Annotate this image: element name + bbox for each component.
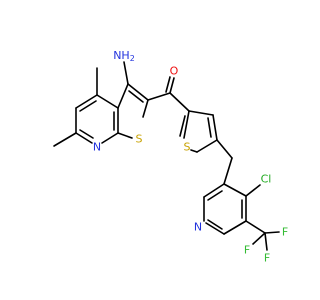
amine-label: NH2 bbox=[113, 49, 135, 63]
bond bbox=[223, 157, 233, 185]
bond bbox=[101, 132, 119, 144]
bond bbox=[123, 61, 129, 85]
structure-svg: NH2 O N S S Cl N F F F bbox=[53, 49, 288, 265]
amine-label-main: NH bbox=[113, 49, 130, 62]
bond bbox=[252, 232, 266, 245]
bond bbox=[264, 232, 268, 251]
bond bbox=[190, 149, 198, 153]
bond bbox=[207, 117, 212, 138]
bond bbox=[127, 83, 149, 101]
bond bbox=[165, 76, 171, 93]
sulfur-label-2: S bbox=[184, 141, 191, 154]
fluorine-label-1: F bbox=[282, 226, 288, 239]
bond bbox=[117, 83, 129, 109]
bond bbox=[223, 183, 247, 197]
bond bbox=[169, 77, 175, 94]
bond bbox=[205, 222, 225, 235]
bond bbox=[96, 94, 119, 109]
sulfur-label-1: S bbox=[136, 133, 143, 146]
bond bbox=[75, 94, 98, 109]
bond bbox=[142, 99, 149, 118]
bond bbox=[79, 100, 97, 112]
pyridine-nitrogen-label: N bbox=[93, 141, 101, 154]
bond bbox=[264, 231, 280, 234]
bond bbox=[79, 129, 94, 139]
molecule-diagram: NH2 O N S S Cl N F F F bbox=[53, 49, 288, 265]
bond bbox=[207, 219, 223, 230]
fluorine-label-2: F bbox=[264, 252, 270, 265]
bond bbox=[212, 114, 218, 141]
bond bbox=[188, 110, 214, 116]
bond bbox=[183, 110, 190, 139]
bond bbox=[223, 220, 247, 235]
oxygen-label: O bbox=[170, 65, 179, 78]
atom-label-layer: NH2 O N S S Cl N F F F bbox=[93, 49, 288, 265]
bond bbox=[207, 190, 223, 201]
bond bbox=[216, 139, 233, 159]
bond bbox=[245, 184, 261, 197]
bond bbox=[179, 115, 186, 137]
bond bbox=[53, 132, 77, 147]
bond bbox=[169, 92, 190, 112]
pyridine-nitrogen-label-2: N bbox=[194, 221, 202, 234]
bond bbox=[203, 183, 225, 198]
bond-layer bbox=[53, 61, 280, 251]
bond bbox=[245, 220, 266, 234]
bond bbox=[128, 90, 144, 103]
bond bbox=[147, 92, 171, 101]
amine-label-subscript: 2 bbox=[130, 54, 135, 63]
fluorine-label-3: F bbox=[244, 244, 250, 257]
bond bbox=[75, 132, 93, 144]
bond bbox=[117, 132, 133, 139]
bond bbox=[196, 139, 218, 153]
chlorine-label: Cl bbox=[261, 173, 272, 186]
